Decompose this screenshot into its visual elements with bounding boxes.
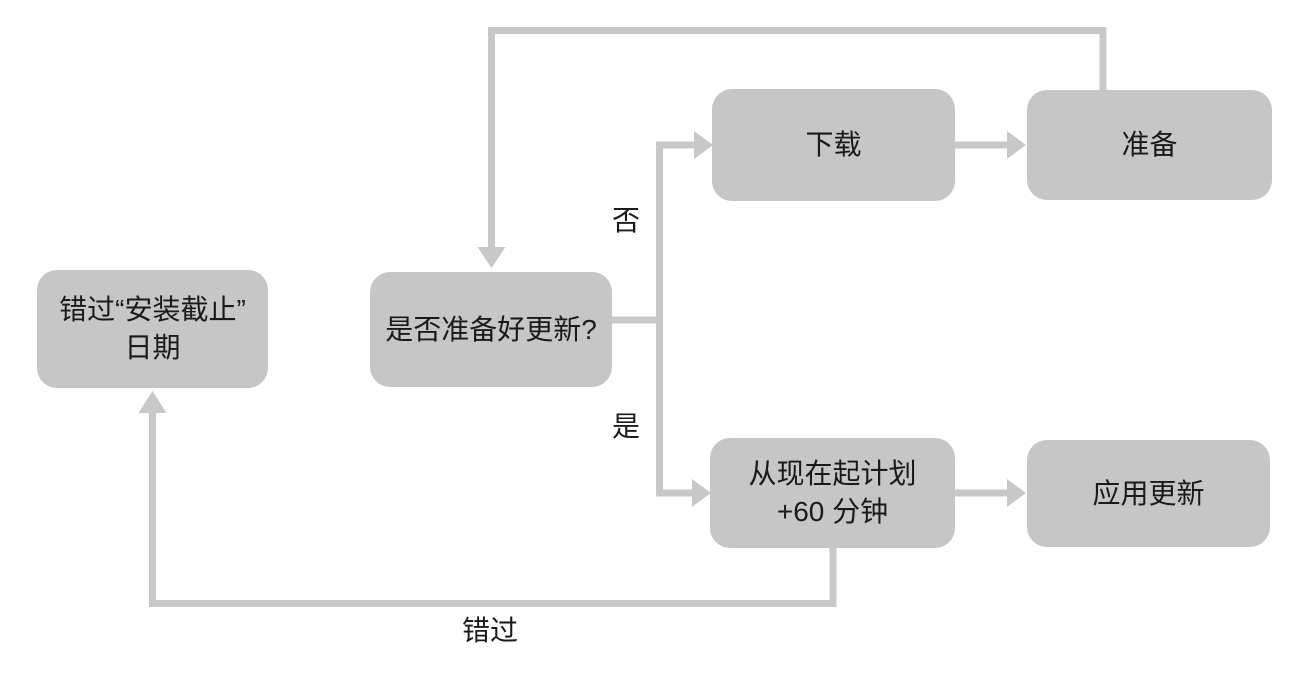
arrowhead-into-schedule	[692, 479, 711, 507]
node-ready-question: 是否准备好更新?	[370, 272, 612, 387]
arrowhead-into-missed	[138, 391, 167, 413]
edge-schedule-to-missed	[149, 412, 837, 607]
node-prepare: 准备	[1027, 90, 1272, 200]
node-schedule-plus-60: 从现在起计划 +60 分钟	[710, 438, 955, 548]
edge-prepare-to-ready	[488, 27, 1107, 250]
edge-label-no: 否	[612, 205, 641, 236]
arrowhead-into-download	[694, 131, 713, 159]
arrowhead-into-prepare	[1007, 131, 1026, 159]
node-apply-update: 应用更新	[1027, 440, 1270, 547]
node-download: 下载	[712, 89, 955, 201]
arrowhead-into-ready	[477, 247, 506, 268]
arrowhead-into-apply	[1007, 479, 1026, 507]
edge-label-missed: 错过	[462, 615, 519, 646]
node-missed-deadline: 错过“安装截止” 日期	[37, 270, 268, 388]
edge-label-yes: 是	[612, 411, 641, 442]
